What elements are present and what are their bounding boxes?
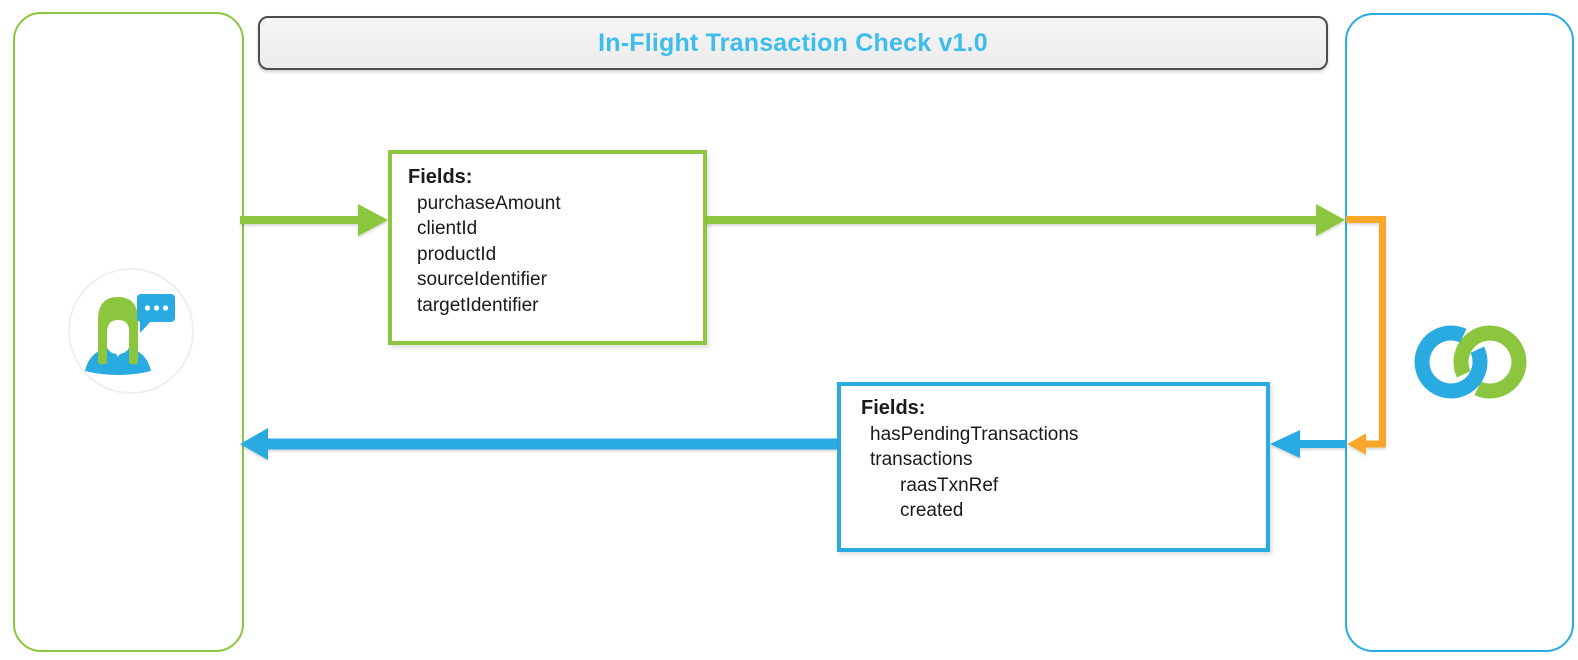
field-item: targetIdentifier (417, 294, 539, 316)
request-fields-box: Fields: purchaseAmount clientId productI… (388, 150, 707, 345)
fields-label: Fields: (861, 397, 926, 419)
response-fields-box: Fields: hasPendingTransactions transacti… (837, 382, 1270, 552)
field-item: created (900, 500, 964, 522)
title-bar: In-Flight Transaction Check v1.0 (258, 16, 1328, 70)
field-item: clientId (417, 218, 478, 240)
field-item: transactions (870, 449, 973, 471)
service-panel (1345, 13, 1574, 652)
request-arrowhead-icon (1316, 204, 1345, 236)
request-arrowhead-icon (358, 204, 388, 236)
field-item: purchaseAmount (417, 193, 561, 214)
response-arrowhead-icon (240, 428, 268, 460)
field-item: productId (417, 243, 497, 265)
field-item: raasTxnRef (900, 474, 999, 496)
response-arrowhead-icon (1270, 430, 1300, 458)
fields-label-text: Fields (408, 166, 466, 188)
field-item: hasPendingTransactions (870, 424, 1079, 445)
fields-label-colon: : (465, 166, 473, 188)
field-item: sourceIdentifier (417, 269, 547, 291)
customer-panel (13, 12, 244, 652)
fields-label: Fields: (408, 164, 703, 191)
page-title: In-Flight Transaction Check v1.0 (598, 28, 988, 57)
